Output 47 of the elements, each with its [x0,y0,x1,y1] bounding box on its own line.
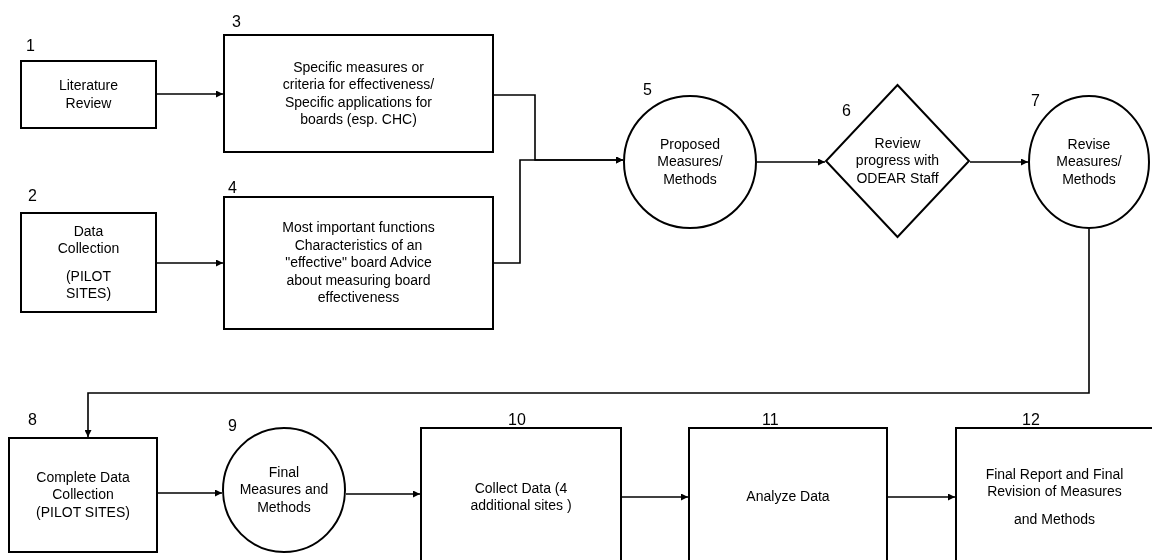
process-box [223,34,494,153]
process-box [223,196,494,330]
process-box [8,437,158,553]
node-text: Literature Review [57,77,120,112]
process-circle [1028,95,1150,229]
step-number: 2 [28,188,37,204]
node-text: and Methods [1014,510,1095,529]
step-number: 6 [842,103,851,119]
arrow [156,90,224,98]
arrow [84,228,1090,438]
node-text: Data Collection [56,222,121,258]
decision-diamond [825,84,970,238]
arrow [493,156,624,264]
process-box [955,427,1152,560]
node-text: Final Measures and Methods [238,463,330,517]
process-circle [623,95,757,229]
process-box [688,427,888,560]
node-text: Collect Data (4 additional sites ) [469,479,573,515]
step-number: 12 [1022,412,1040,428]
step-number: 4 [228,180,237,196]
step-number: 11 [762,412,779,428]
arrow [969,158,1029,166]
step-number: 5 [643,82,652,98]
step-number: 1 [26,38,35,54]
node-text: Analyze Data [746,488,830,506]
step-number: 9 [228,418,237,434]
node-text: Complete Data Collection (PILOT SITES) [35,468,131,522]
step-number: 8 [28,412,37,428]
node-text: Final Report and Final Revision of Measures [984,465,1125,501]
node-text: Most important functions Characteristics of an "effective" board Advice about measuring board effectiveness [281,219,436,307]
arrow [345,490,421,498]
step-number: 7 [1031,93,1040,109]
process-box [20,212,157,313]
node-text: (PILOT SITES) [64,267,113,303]
step-number: 3 [232,14,241,30]
node-text: Revise Measures/ Methods [1055,135,1123,189]
arrow [756,158,826,166]
step-number: 10 [508,412,526,428]
process-box [20,60,157,129]
arrow [621,493,689,501]
node-text: Specific measures or criteria for effectiveness/ Specific applications for boards (esp. CHC) [281,58,436,129]
node-text: Review progress with ODEAR Staff [854,134,941,188]
node-text: Proposed Measures/ Methods [656,135,724,189]
arrow [157,489,223,497]
process-box [420,427,622,560]
arrow [156,259,224,267]
arrow [887,493,956,501]
